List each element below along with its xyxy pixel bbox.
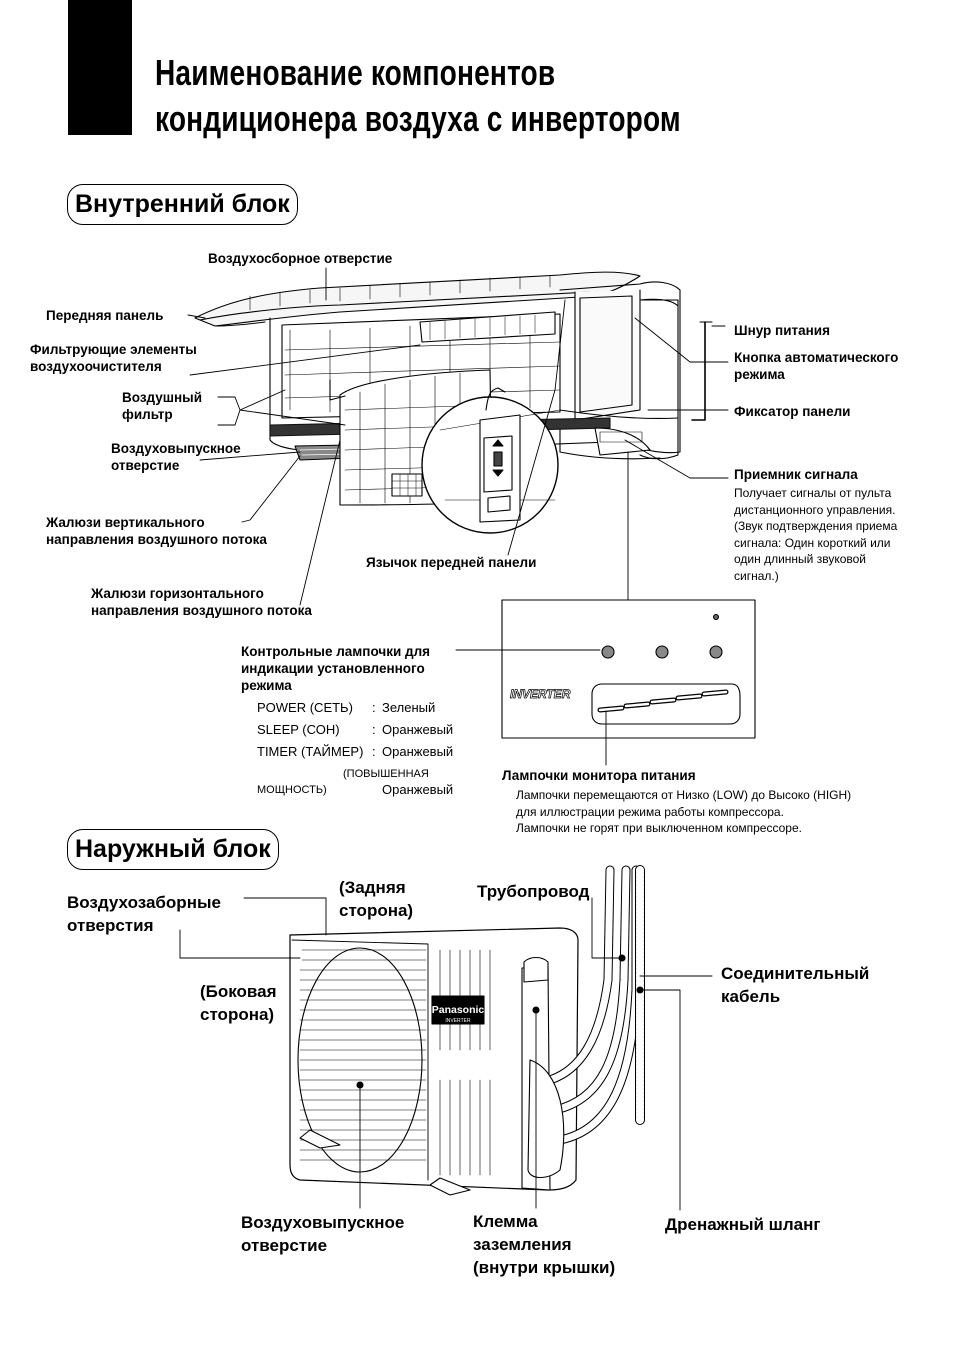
mode-row-power: POWER (СЕТЬ) — [257, 700, 353, 715]
label-front-panel: Передняя панель — [46, 308, 164, 323]
label-air-filter: Воздушный фильтр — [122, 389, 202, 423]
label-ground-terminal-line-2: заземления — [473, 1235, 572, 1254]
label-indicator-lamps: Контрольные лампочки для индикации устан… — [241, 643, 430, 694]
mode-row-timer: TIMER (ТАЙМЕР) — [257, 744, 363, 759]
label-power-monitor: Лампочки монитора питания — [502, 768, 696, 783]
label-rear-side-line-1: (Задняя — [339, 878, 406, 897]
mode-sep: : — [372, 700, 376, 715]
power-monitor-desc-line: Лампочки не горят при выключенном компре… — [516, 821, 802, 835]
power-monitor-desc-line: Лампочки перемещаются от Низко (LOW) до … — [516, 788, 852, 802]
label-vertical-louver: Жалюзи вертикального направления воздушн… — [46, 514, 267, 548]
label-indicator-lamps-line: режима — [241, 678, 292, 693]
label-air-filter-line-2: фильтр — [122, 407, 173, 422]
label-air-inlets: Воздухозаборные отверстия — [67, 891, 221, 937]
label-ground-terminal-line-3: (внутри крышки) — [473, 1258, 616, 1277]
indoor-unit-illustration — [194, 271, 713, 534]
label-connecting-cable-line-2: кабель — [721, 987, 781, 1006]
label-signal-receiver: Приемник сигнала — [734, 467, 858, 482]
label-connecting-cable-line-1: Соединительный — [721, 964, 870, 983]
mode-row-sleep: SLEEP (СОН) — [257, 722, 340, 737]
inverter-badge: INVERTER — [510, 687, 571, 701]
mode-name: POWER (СЕТЬ) — [257, 700, 353, 715]
mode-power-boost-color: Оранжевый — [382, 782, 454, 797]
mode-name: TIMER (ТАЙМЕР) — [257, 744, 364, 759]
label-auto-mode-button-line-1: Кнопка автоматического — [734, 350, 899, 365]
label-connecting-cable: Соединительный кабель — [721, 962, 869, 1008]
signal-receiver-desc-line: (Звук подтверждения приема — [734, 519, 898, 533]
signal-receiver-desc-line: один длинный звуковой — [734, 552, 866, 566]
label-rear-side: (Задняя сторона) — [339, 876, 413, 922]
label-air-outlet-outdoor-line-1: Воздуховыпускное — [241, 1213, 405, 1232]
label-air-outlet-outdoor: Воздуховыпускное отверстие — [241, 1211, 404, 1257]
label-ground-terminal-line-1: Клемма — [473, 1212, 538, 1231]
title-bar-decoration — [68, 0, 132, 135]
label-drain-hose: Дренажный шланг — [665, 1215, 821, 1234]
label-auto-mode-button: Кнопка автоматического режима — [734, 349, 898, 383]
brand-logo-text: Panasonic — [432, 1004, 485, 1016]
label-indicator-lamps-line: Контрольные лампочки для — [241, 644, 431, 659]
mode-sep: : — [372, 744, 376, 759]
mode-name: SLEEP (СОН) — [257, 722, 340, 737]
label-air-filter-line-1: Воздушный — [122, 390, 203, 405]
page-title-line-1: Наименование компонентов — [155, 52, 556, 93]
mode-power-boost-a: (ПОВЫШЕННАЯ — [343, 768, 429, 780]
label-air-inlets-line-1: Воздухозаборные — [67, 893, 221, 912]
mode-color: Оранжевый — [382, 722, 454, 737]
outdoor-unit-illustration — [289, 865, 645, 1196]
indoor-unit-heading: Внутренний блок — [67, 184, 298, 225]
label-power-cord: Шнур питания — [734, 323, 830, 338]
label-piping: Трубопровод — [477, 882, 590, 901]
label-air-intake: Воздухосборное отверстие — [208, 251, 393, 266]
label-panel-latch: Фиксатор панели — [734, 404, 851, 419]
label-side-line-1: (Боковая — [200, 982, 277, 1001]
power-monitor-description: Лампочки перемещаются от Низко (LOW) до … — [516, 787, 851, 837]
label-ground-terminal: Клемма заземления (внутри крышки) — [473, 1210, 615, 1279]
mode-color: Зеленый — [382, 700, 436, 715]
label-filter-elements-line-2: воздухоочистителя — [30, 359, 162, 374]
label-indicator-lamps-line: индикации установленного — [241, 661, 425, 676]
signal-receiver-desc-line: сигнала: Один короткий или — [734, 535, 891, 550]
label-air-outlet-indoor: Воздуховыпускное отверстие — [111, 440, 241, 474]
label-air-outlet-outdoor-line-2: отверстие — [241, 1236, 328, 1255]
label-air-inlets-line-2: отверстия — [67, 916, 154, 935]
label-side-line-2: сторона) — [200, 1005, 275, 1024]
outdoor-unit-heading: Наружный блок — [67, 829, 279, 870]
label-auto-mode-button-line-2: режима — [734, 367, 785, 382]
mode-color: Оранжевый — [382, 744, 454, 759]
label-horizontal-louver: Жалюзи горизонтального направления возду… — [91, 585, 312, 619]
mode-sep: : — [372, 722, 376, 737]
label-vertical-louver-line-1: Жалюзи вертикального — [46, 515, 205, 530]
power-monitor-desc-line: для иллюстрации режима работы компрессор… — [516, 804, 784, 819]
indicator-panel-illustration — [455, 599, 756, 766]
label-horizontal-louver-line-2: направления воздушного потока — [91, 603, 312, 618]
signal-receiver-desc-line: сигнал.) — [734, 568, 779, 583]
label-front-panel-tab: Язычок передней панели — [366, 555, 537, 570]
signal-receiver-description: Получает сигналы от пульта дистанционног… — [734, 485, 897, 584]
label-rear-side-line-2: сторона) — [339, 901, 414, 920]
signal-receiver-desc-line: дистанционного управления. — [734, 502, 896, 517]
label-horizontal-louver-line-1: Жалюзи горизонтального — [91, 586, 264, 601]
page-title: Наименование компонентов кондиционера во… — [155, 50, 681, 142]
label-air-outlet-indoor-line-1: Воздуховыпускное — [111, 441, 241, 456]
brand-logo-subtext: INVERTER — [445, 1018, 471, 1024]
mode-power-boost-b: МОЩНОСТЬ) — [257, 784, 327, 796]
label-vertical-louver-line-2: направления воздушного потока — [46, 532, 267, 547]
signal-receiver-desc-line: Получает сигналы от пульта — [734, 486, 892, 500]
label-filter-elements-line-1: Фильтрующие элементы — [30, 342, 197, 357]
page-title-line-2: кондиционера воздуха с инвертором — [155, 98, 681, 139]
label-air-outlet-indoor-line-2: отверстие — [111, 458, 180, 473]
label-filter-elements: Фильтрующие элементы воздухоочистителя — [30, 341, 197, 375]
label-side: (Боковая сторона) — [200, 980, 277, 1026]
